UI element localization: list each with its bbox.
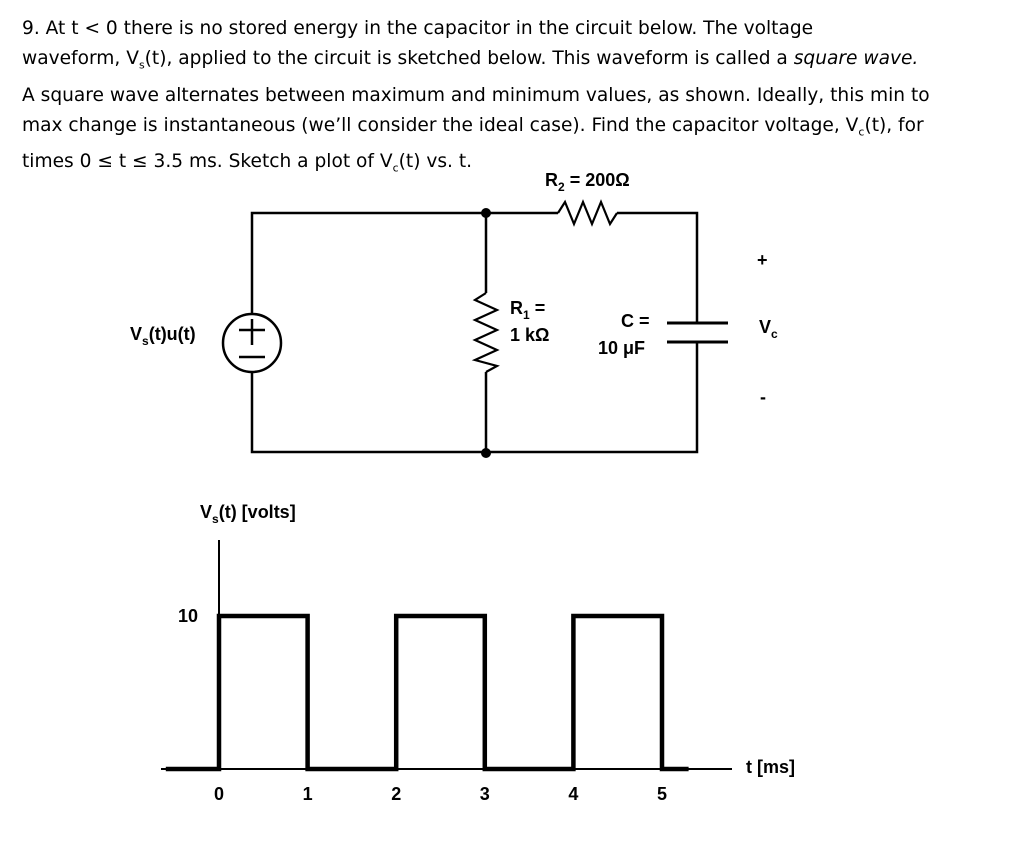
x-tick-label: 3	[480, 784, 490, 804]
waveform-chart: Vs(t) [volts] t [ms] 10 0 1 2 3 4 5	[161, 502, 795, 804]
problem-line-2-emphasis: square wave.	[793, 48, 919, 69]
r2-label: R2 = 200Ω	[545, 170, 630, 194]
voltage-source-plus-sign	[239, 319, 265, 345]
junction-node-top	[481, 208, 491, 218]
resistor-r2-symbol	[557, 199, 618, 227]
x-tick-label: 1	[303, 784, 313, 804]
voltage-source-symbol	[221, 312, 283, 374]
problem-line-2-text-b: (t), applied to the circuit is sketched …	[144, 48, 794, 69]
x-tick-label: 5	[657, 784, 667, 804]
r1-value: 1 kΩ	[510, 325, 549, 345]
source-label: Vs(t)u(t)	[130, 324, 196, 348]
problem-line-4-text-a: max change is instantaneous (we’ll consi…	[22, 114, 859, 136]
x-tick-label: 2	[391, 784, 401, 804]
r1-label: R1 =	[510, 298, 545, 322]
capacitor-label: C =	[621, 311, 650, 331]
problem-line-5: times 0 ≤ t ≤ 3.5 ms. Sketch a plot of V…	[22, 147, 1007, 184]
capacitor-value: 10 μF	[598, 338, 645, 358]
problem-line-4: max change is instantaneous (we’ll consi…	[22, 111, 1007, 148]
wire-capacitor-bottom	[250, 342, 699, 454]
wire-r2-to-capacitor	[617, 211, 699, 322]
problem-line-4-sub: c	[858, 125, 865, 139]
junction-node-bottom	[481, 448, 491, 458]
square-wave-line	[165, 613, 689, 772]
vc-plus-label: +	[757, 250, 768, 270]
problem-line-2-text-a: waveform, V	[22, 48, 139, 69]
circuit-diagram	[221, 199, 728, 458]
problem-line-5-text-b: (t) vs. t.	[398, 151, 473, 173]
y-tick-label-10: 10	[178, 606, 198, 626]
x-tick-label: 0	[214, 784, 224, 804]
problem-statement: 9. At t < 0 there is no stored energy in…	[22, 14, 1007, 184]
vc-minus-label: -	[760, 387, 766, 407]
problem-line-2-sub: s	[138, 58, 145, 72]
x-tick-labels: 0 1 2 3 4 5	[214, 784, 667, 804]
x-axis-label: t [ms]	[746, 757, 795, 777]
wire-left-top	[250, 211, 558, 313]
problem-line-5-sub: c	[392, 162, 399, 176]
problem-line-4-text-b: (t), for	[864, 114, 924, 136]
y-axis-label: Vs(t) [volts]	[200, 502, 296, 526]
problem-line-1: 9. At t < 0 there is no stored energy in…	[22, 18, 814, 39]
resistor-r1-symbol	[471, 292, 500, 373]
x-tick-label: 4	[568, 784, 578, 804]
vc-label: Vc	[759, 317, 778, 341]
problem-line-3: A square wave alternates between maximum…	[22, 84, 930, 106]
problem-line-2: waveform, Vs(t), applied to the circuit …	[22, 44, 1007, 81]
problem-line-5-text-a: times 0 ≤ t ≤ 3.5 ms. Sketch a plot of V	[22, 151, 393, 173]
